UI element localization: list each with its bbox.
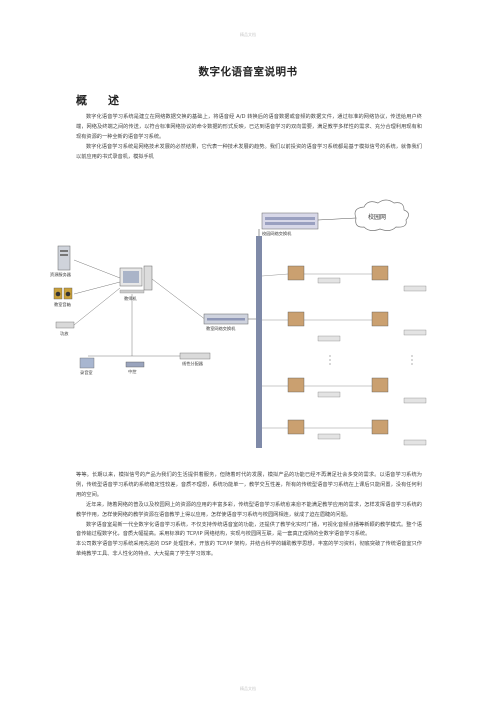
student-photo-icon [287,419,305,435]
body-paragraph-2: 近年来，随着网络的普及以及校园网上的资源的应用的丰富多彩，传统型语音学习系统愈来… [76,501,422,518]
student-photo-icon [371,265,389,281]
student-terminal-icon [403,285,427,292]
page-header-mark: 精品文档 [240,32,256,37]
page-footer-mark: 精品文档 [240,686,256,691]
audio-splitter-icon [179,352,211,360]
label-teacher-pc: 教师机 [124,296,137,301]
label-booth: 录音室 [80,370,93,375]
student-photo-icon [371,377,389,393]
label-campus-switch: 校园网络交换机 [262,231,292,236]
student-terminal-icon [317,391,341,398]
student-terminal-icon [317,335,341,342]
body-paragraph-3: 数字语音室是新一代全数字化语音学习系统，不仅支持传统语音室的功能，还提供了教学化… [76,521,422,538]
intro-paragraph-2: 数字化语音学习系统是网络技术发展的必然结果，它代表一种技术发展的趋势。我们以前投… [76,143,422,160]
power-amp-icon [55,321,75,329]
campus-network-cloud-icon [354,199,409,231]
label-audio-splitter: 线性分配器 [182,361,203,366]
student-terminal-icon [317,277,341,284]
label-resource-server: 资源服务器 [50,272,71,277]
student-photo-icon [287,377,305,393]
label-central-control: 中控 [128,369,137,374]
intro-paragraph-1: 数字化语音学习系统是建立在网络数据交换的基础上，将语音经 A/D 转换后的语音数… [76,114,422,140]
student-terminal-icon [317,433,341,440]
section-heading: 概 述 [76,94,124,107]
central-control-icon [125,361,145,368]
label-power-amp: 功放 [60,331,69,336]
student-photo-icon [287,311,305,327]
backbone-bar [256,236,262,448]
label-campus-net: 校园网 [368,214,387,221]
ellipsis-dots [329,355,413,365]
intro-text: 数字化语音学习系统是建立在网络数据交换的基础上，将语音经 A/D 转换后的语音数… [76,113,422,163]
resource-server-icon [57,245,71,271]
speakers-icon [53,287,73,300]
body-text: 等等。长期以来，模拟信号的产品为我们的生活提供着服务，但随着时代的发展，模拟产品… [76,471,422,560]
classroom-switch-icon [203,313,249,325]
campus-switch-icon [261,212,319,230]
student-photo-icon [287,265,305,281]
document-title: 数字化语音室说明书 [198,66,298,78]
booth-icon [79,357,95,369]
student-photo-icon [371,311,389,327]
body-paragraph-4: 本公司数字语音学习系统采用先进的 DSP 处理技术，开放的 TCP/IP 架构，… [76,541,422,558]
student-terminal-icon [403,439,427,446]
student-terminal-icon [403,397,427,404]
student-photo-icon [371,419,389,435]
student-terminals [287,265,427,446]
body-paragraph-1: 等等。长期以来，模拟信号的产品为我们的生活提供着服务，但随着时代的发展，模拟产品… [76,472,422,498]
student-terminal-icon [403,329,427,336]
terminal-connectors [261,273,372,429]
label-classroom-switch: 教室网络交换机 [206,326,236,331]
teacher-pc-icon [119,265,153,294]
label-speakers: 教室音箱 [54,302,71,307]
